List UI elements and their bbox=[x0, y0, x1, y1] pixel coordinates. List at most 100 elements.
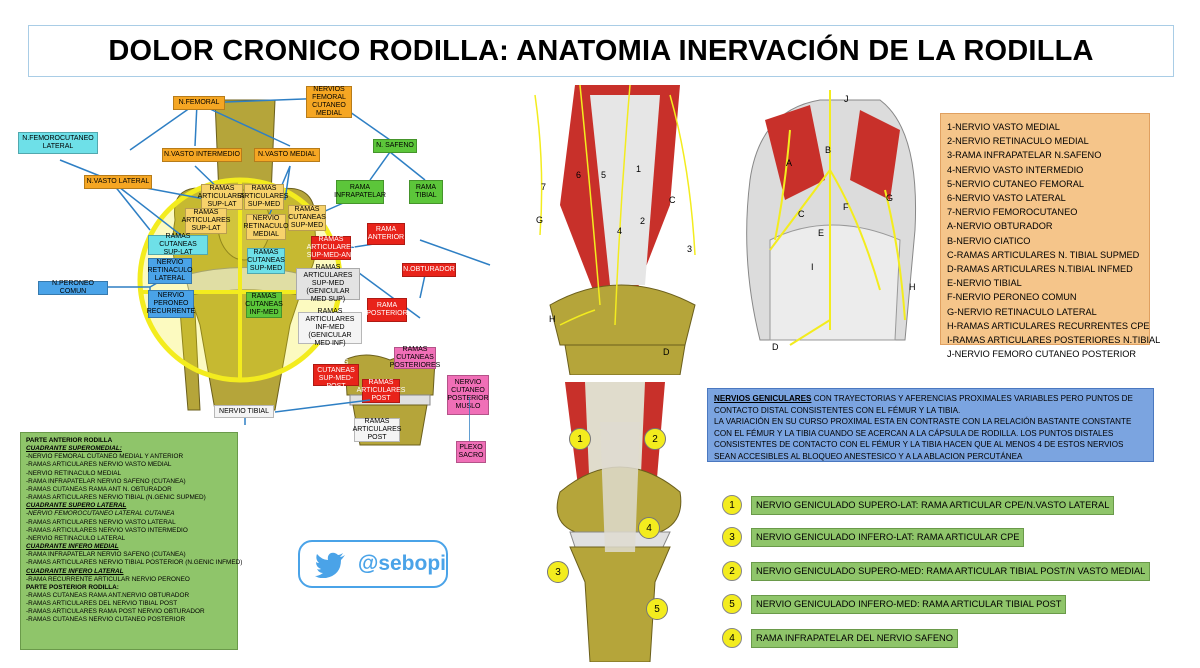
legend-left-line: -RAMA INFRAPATELAR NERVIO SAFENO (CUTANE… bbox=[26, 551, 186, 559]
label-nervio-retinaculo-lateral: NERVIO RETINACULO LATERAL bbox=[147, 258, 193, 284]
label-rama-anterior: RAMA ANTERIOR bbox=[367, 223, 405, 245]
legend-left-line: -RAMA RECURRENTE ARTICULAR NERVIO PERONE… bbox=[26, 575, 190, 583]
legend-left-line: -RAMAS CUTANEAS RAMA ANT.NERVIO OBTURADO… bbox=[26, 591, 190, 599]
back-letter-J: J bbox=[844, 94, 849, 104]
legend-left-line: -RAMAS CUTANEAS RAMA ANT N. OBTURADOR bbox=[26, 485, 172, 493]
legend-left-line: -RAMAS ARTICULARES NERVIO VASTO LATERAL bbox=[26, 518, 176, 526]
front-letter-1: 1 bbox=[636, 164, 642, 174]
front-letter-C: C bbox=[669, 195, 676, 205]
genicular-nerve-row: 4 RAMA INFRAPATELAR DEL NERVIO SAFENO bbox=[722, 627, 958, 649]
genicular-nerve-number: 5 bbox=[722, 594, 742, 614]
label-ramas-articulares-post-b: RAMAS ARTICULARES POST bbox=[352, 418, 402, 442]
label-ramas-art-inf-med-genic: RAMAS ARTICULARES INF-MED (GENICULAR MED… bbox=[298, 308, 362, 347]
front-letter-7: 7 bbox=[541, 182, 547, 192]
label-n-safeno: N. SAFENO bbox=[373, 139, 417, 153]
label-plexo-sacro: PLEXO SACRO bbox=[456, 441, 486, 463]
twitter-badge[interactable]: @sebopi bbox=[298, 540, 448, 588]
label-nervio-retinaculo-medial: NERVIO RETINACULO MEDIAL bbox=[243, 214, 289, 240]
marker-3: 3 bbox=[547, 561, 569, 583]
label-ramas-art-sup-lat-a: RAMAS ARTICULARES SUP-LAT bbox=[197, 184, 247, 210]
back-letter-B: B bbox=[825, 145, 832, 155]
legend-left-line: -RAMAS ARTICULARES RAMA POST NERVIO OBTU… bbox=[26, 608, 205, 616]
legend-left-line: PARTE ANTERIOR RODILLA bbox=[26, 437, 113, 444]
label-ramas-art-sup-lat-b: RAMAS ARTICULARES SUP-LAT bbox=[181, 208, 231, 234]
legend-right-line: 3-RAMA INFRAPATELAR N.SAFENO bbox=[947, 150, 1102, 161]
legend-right-line: B-NERVIO CIATICO bbox=[947, 235, 1031, 246]
front-letter-6: 6 bbox=[576, 170, 582, 180]
legend-right-line: 4-NERVIO VASTO INTERMEDIO bbox=[947, 164, 1084, 175]
label-rama-infrapatelar: RAMA INFRAPATELAR bbox=[334, 180, 386, 204]
marker-2: 2 bbox=[644, 428, 666, 450]
label-n-femorocutaneo-lateral: N.FEMOROCUTANEO LATERAL bbox=[18, 132, 98, 154]
legend-left-line: CUADRANTE SUPERO LATERAL bbox=[26, 502, 127, 510]
title-box: DOLOR CRONICO RODILLA: ANATOMIA INERVACI… bbox=[28, 25, 1174, 77]
genicular-knee-image bbox=[556, 382, 682, 662]
genicular-nerve-row: 5 NERVIO GENICULADO INFERO-MED: RAMA ARTI… bbox=[722, 593, 1067, 615]
label-ramas-cutaneas-sup-lat: RAMAS CUTANEAS SUP-LAT bbox=[148, 233, 208, 256]
label-rama-posterior: RAMA POSTERIOR bbox=[366, 298, 408, 322]
label-ramas-cutaneas-posteriores: RAMAS CUTANEAS POSTERIORES bbox=[389, 346, 441, 369]
label-nervios-femoral-cutaneo-medial: NERVIOS FEMORAL CUTANEO MEDIAL bbox=[306, 86, 352, 118]
legend-left-line: -RAMAS ARTICULARES NERVIO VASTO INTERMED… bbox=[26, 526, 188, 534]
legend-right-line: I-RAMAS ARTICULARES POSTERIORES N.TIBIAL bbox=[947, 335, 1161, 346]
label-nervio-peroneo-recurrente: NERVIO PERONEO RECURRENTE bbox=[147, 290, 195, 318]
twitter-bird-icon bbox=[315, 552, 345, 578]
legend-left-line: -RAMAS ARTICULARES NERVIO VASTO MEDIAL bbox=[26, 461, 172, 469]
genic-box-para2: LA VARIACIÓN EN SU CURSO PROXIMAL ESTA E… bbox=[714, 417, 1132, 461]
genicular-nerve-number: 4 bbox=[722, 628, 742, 648]
legend-left-line: PARTE POSTERIOR RODILLA: bbox=[26, 583, 119, 591]
label-n-vasto-medial: N.VASTO MEDIAL bbox=[254, 148, 320, 162]
label-n-obturador: N.OBTURADOR bbox=[402, 263, 456, 277]
legend-left-line: -RAMAS ARTICULARES NERVIO TIBIAL (N.GENI… bbox=[26, 494, 206, 502]
legend-right-line: H-RAMAS ARTICULARES RECURRENTES CPE bbox=[947, 320, 1150, 331]
label-ramas-art-sup-med-ant: RAMAS ARTICULARES SUP-MED-ANT bbox=[306, 236, 356, 260]
legend-right-line: G-NERVIO RETINACULO LATERAL bbox=[947, 306, 1097, 317]
genicular-nerve-row: 1 NERVIO GENICULADO SUPERO-LAT: RAMA ARTI… bbox=[722, 494, 1115, 516]
genic-box-text: CON TRAYECTORIAS Y AFERENCIAS PROXIMALES… bbox=[714, 394, 1133, 415]
label-nervio-tibial: NERVIO TIBIAL bbox=[214, 405, 274, 418]
label-n-vasto-intermedio: N.VASTO INTERMEDIO bbox=[162, 148, 242, 162]
genicular-nerve-label: RAMA INFRAPATELAR DEL NERVIO SAFENO bbox=[751, 628, 958, 648]
legend-right-line: 5-NERVIO CUTANEO FEMORAL bbox=[947, 178, 1084, 189]
legend-right-line: F-NERVIO PERONEO COMUN bbox=[947, 292, 1077, 303]
genicular-nerve-label: NERVIO GENICULADO INFERO-MED: RAMA ARTIC… bbox=[751, 594, 1067, 614]
back-letter-A: A bbox=[786, 158, 793, 168]
legend-left-line: -NERVIO RETINACULO MEDIAL bbox=[26, 469, 122, 477]
genicular-info-box: NERVIOS GENICULARES CON TRAYECTORIAS Y A… bbox=[707, 388, 1154, 462]
label-n-femoral: N.FEMORAL bbox=[173, 96, 225, 110]
front-letter-D: D bbox=[663, 347, 670, 357]
genicular-nerve-number: 1 bbox=[722, 495, 742, 515]
front-letter-5: 5 bbox=[601, 170, 607, 180]
back-letter-F: F bbox=[843, 202, 849, 212]
legend-left-line: -NERVIO FEMORAL CUTANEO MEDIAL Y ANTERIO… bbox=[26, 453, 184, 461]
legend-right-line: 7-NERVIO FEMOROCUTANEO bbox=[947, 207, 1078, 218]
legend-left-line: -RAMAS ARTICULARES DEL NERVIO TIBIAL POS… bbox=[26, 600, 178, 608]
page-title: DOLOR CRONICO RODILLA: ANATOMIA INERVACI… bbox=[108, 34, 1094, 67]
label-n-peroneo-comun: N.PERONEO COMUN bbox=[38, 280, 108, 295]
label-ramas-articulares-post: RAMAS ARTICULARES POST bbox=[356, 379, 406, 403]
label-ramas-art-sup-med-a: RAMAS ARTICULARES SUP-MED bbox=[239, 184, 289, 210]
legend-right-line: 2-NERVIO RETINACULO MEDIAL bbox=[947, 136, 1089, 147]
back-letter-E: E bbox=[818, 228, 825, 238]
legend-right-line: 6-NERVIO VASTO LATERAL bbox=[947, 193, 1066, 204]
twitter-handle: @sebopi bbox=[357, 552, 446, 575]
label-ramas-cutaneas-sup-med: RAMAS CUTANEAS SUP-MED bbox=[288, 205, 326, 231]
back-letter-I: I bbox=[811, 262, 814, 272]
legend-left-line: -NERVIO FEMOROCUTANEO LATERAL CUTANEA bbox=[26, 510, 175, 518]
legend-left-line: -NERVIO RETINACULO LATERAL bbox=[26, 534, 126, 542]
back-letter-G: G bbox=[886, 193, 894, 203]
front-letter-2: 2 bbox=[640, 216, 646, 226]
back-letter-C: C bbox=[798, 209, 805, 219]
posterior-connectors bbox=[274, 397, 470, 441]
genicular-nerve-label: NERVIO GENICULADO SUPERO-LAT: RAMA ARTIC… bbox=[751, 495, 1115, 515]
genicular-nerve-label: NERVIO GENICULADO INFERO-LAT: RAMA ARTIC… bbox=[751, 527, 1025, 547]
legend-left-line: CUADRANTE INFERO LATERAL bbox=[26, 567, 124, 575]
marker-1: 1 bbox=[569, 428, 591, 450]
nerve-letter-legend: 1-NERVIO VASTO MEDIAL 2-NERVIO RETINACULO… bbox=[940, 113, 1161, 359]
marker-5: 5 bbox=[646, 598, 668, 620]
back-letter-H: H bbox=[909, 282, 916, 292]
marker-4: 4 bbox=[638, 517, 660, 539]
front-letter-4: 4 bbox=[617, 226, 623, 236]
legend-right-line: 1-NERVIO VASTO MEDIAL bbox=[947, 122, 1060, 132]
